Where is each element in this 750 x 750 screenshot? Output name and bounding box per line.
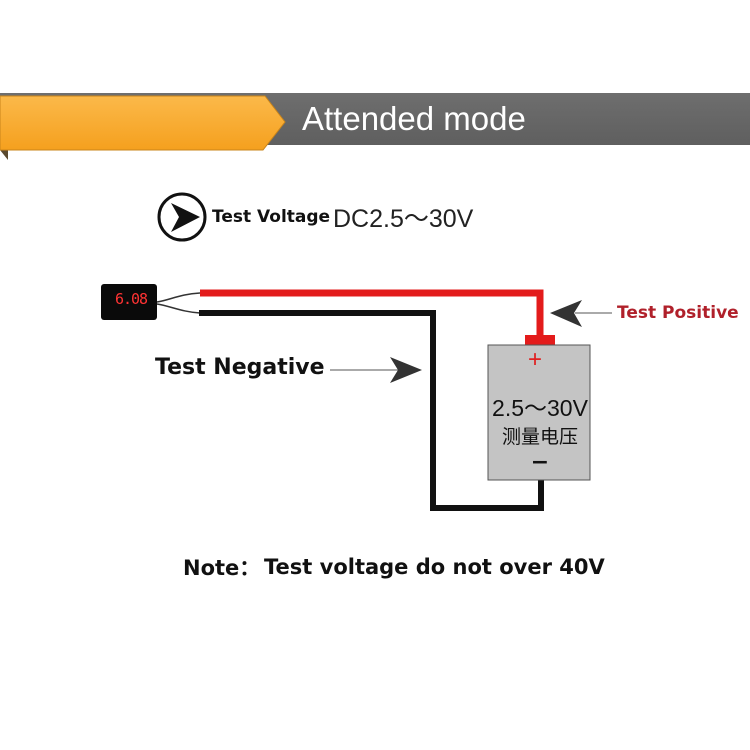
voltmeter [101,284,201,320]
test-positive-label: Test Positive [617,303,739,323]
test-positive-pointer-icon [550,300,612,327]
test-negative-label: Test Negative [155,355,325,380]
box-minus-sign: − [530,450,550,475]
banner-fold [0,150,8,160]
voltage-source-box [487,344,591,481]
meter-readout: 6.08 [114,290,148,308]
meter-lead-positive [156,292,201,303]
play-arrow-circle-icon [157,192,207,242]
positive-wire [200,289,544,336]
box-plus-sign: + [528,346,543,373]
note-text: Test voltage do not over 40V [264,555,605,579]
banner-title: Attended mode [302,100,526,137]
test-voltage-value: DC2.5～30V [333,205,474,233]
test-voltage-label: Test Voltage [212,207,331,227]
banner-arrow-shape [0,95,286,160]
positive-terminal [525,335,555,346]
meter-lead-negative [156,303,201,314]
negative-wire [199,310,544,511]
note-label: Note： [183,556,261,580]
test-negative-pointer-icon [330,357,422,383]
banner-orange-arrow [0,95,286,151]
box-chinese-label: 测量电压 [501,426,578,448]
box-voltage-range: 2.5～30V [492,395,588,421]
